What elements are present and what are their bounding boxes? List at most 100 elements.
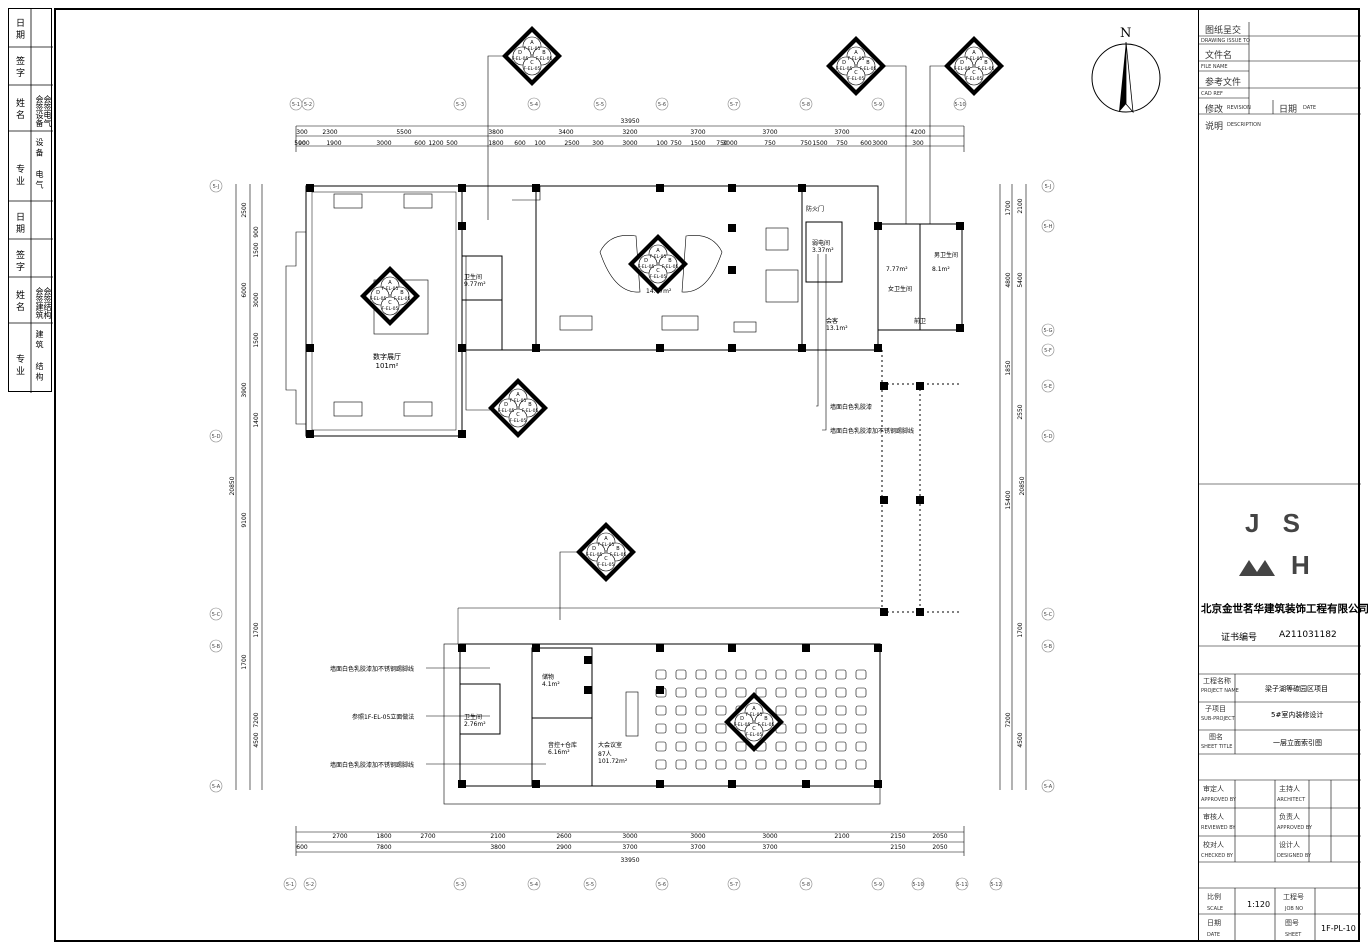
dim-right-9: 4500 xyxy=(1017,732,1024,747)
tb-revision-en: REVISION xyxy=(1227,105,1251,111)
chair-40 xyxy=(775,741,787,752)
chair-52 xyxy=(815,741,827,752)
tb-reviewed-en: REVIEWED BY xyxy=(1201,825,1236,831)
grid-bubble-right-8: 5-B xyxy=(1041,639,1055,653)
column-23 xyxy=(880,608,888,616)
svg-text:B: B xyxy=(866,60,870,66)
annotation-wall-paint-skirting-1: 墙面白色乳胶漆加不锈钢踢脚线 xyxy=(830,428,915,435)
dim-left-6: 3900 xyxy=(241,382,248,397)
chair-6 xyxy=(675,669,687,680)
column-11 xyxy=(656,344,664,352)
strip-cosign-equipment: 会签设备 xyxy=(35,95,44,127)
strip-structure: 结 构 xyxy=(35,361,44,381)
dim-top-2-14: 750 xyxy=(670,140,682,147)
column-36 xyxy=(874,780,882,788)
dim-left-3: 6000 xyxy=(241,282,248,297)
svg-text:A: A xyxy=(656,248,660,254)
tb-designer-en: DESIGNED BY xyxy=(1277,853,1312,859)
dim-top-2-24: 300 xyxy=(912,140,924,147)
chair-60 xyxy=(855,669,867,680)
dim-top-2-2: 1900 xyxy=(326,140,341,147)
chair-13 xyxy=(695,687,707,698)
chair-63 xyxy=(855,723,867,734)
svg-text:A: A xyxy=(752,706,756,712)
tb-approved-en: APPROVED BY xyxy=(1201,797,1237,803)
chair-37 xyxy=(775,687,787,698)
dim-left-1: 900 xyxy=(253,226,260,238)
title-block-grid xyxy=(1199,22,1361,942)
company-logo-top: J S xyxy=(1245,508,1309,538)
svg-text:5-B: 5-B xyxy=(1044,644,1053,650)
column-6 xyxy=(874,222,882,230)
svg-text:C: C xyxy=(388,300,392,306)
left-dimension-lines xyxy=(235,184,263,790)
svg-text:D: D xyxy=(842,60,846,66)
grid-bubble-bottom-4: 5-4 xyxy=(527,877,541,891)
strip-equipment: 设 备 xyxy=(35,137,44,157)
dim-top-1-4: 3400 xyxy=(558,129,573,136)
chair-65 xyxy=(855,759,867,770)
annotation-wall-paint: 墙面白色乳胶漆 xyxy=(830,404,873,411)
dim-left-0: 2500 xyxy=(241,202,248,217)
grid-bubble-bottom-12: 5-12 xyxy=(989,877,1003,891)
dim-bottom-1-2: 2700 xyxy=(420,833,435,840)
svg-text:F-EL-05: F-EL-05 xyxy=(650,254,667,260)
column-16 xyxy=(306,430,314,438)
svg-text:B: B xyxy=(984,60,988,66)
tb-project: 梁子湖等碳园区项目 xyxy=(1265,685,1328,693)
dim-bottom-1-7: 3000 xyxy=(762,833,777,840)
chair-47 xyxy=(795,759,807,770)
svg-text:5-10: 5-10 xyxy=(954,102,965,108)
tb-sheet-label: 图号 xyxy=(1285,919,1299,927)
dim-bottom-1-1: 1800 xyxy=(376,833,391,840)
column-10 xyxy=(532,344,540,352)
tb-sheet-label-en: SHEET xyxy=(1285,932,1302,938)
tb-job-label-en: JOB NO xyxy=(1285,906,1304,912)
svg-text:5-D: 5-D xyxy=(212,434,221,440)
strip-architecture: 建 筑 xyxy=(35,329,44,349)
room-mens-area: 7.77m² xyxy=(886,266,908,273)
dim-top-2-3: 3000 xyxy=(376,140,391,147)
dim-right-3: 5400 xyxy=(1017,272,1024,287)
svg-text:F-EL-05: F-EL-05 xyxy=(746,732,763,738)
chair-30 xyxy=(755,669,767,680)
svg-text:F-EL-05: F-EL-05 xyxy=(954,66,971,72)
column-33 xyxy=(656,780,664,788)
svg-text:5-D: 5-D xyxy=(1044,434,1053,440)
column-34 xyxy=(728,780,736,788)
grid-bubble-top-8: 5-8 xyxy=(799,97,813,111)
svg-text:F-EL-05: F-EL-05 xyxy=(598,542,615,548)
svg-text:C: C xyxy=(530,60,534,66)
svg-text:5-J: 5-J xyxy=(213,184,220,190)
svg-text:F-EL-05: F-EL-05 xyxy=(978,66,995,72)
grid-bubble-top-7: 5-7 xyxy=(727,97,741,111)
grid-bubble-bottom-8: 5-8 xyxy=(799,877,813,891)
dim-left-4: 3000 xyxy=(253,292,260,307)
grid-bubble-left-5: 5-A xyxy=(209,779,223,793)
dim-right-5: 2550 xyxy=(1017,404,1024,419)
dim-top-2-8: 600 xyxy=(514,140,526,147)
tb-drawing-issue-en: DRAWING ISSUE TO xyxy=(1201,38,1251,44)
svg-text:B: B xyxy=(400,290,404,296)
column-4 xyxy=(728,184,736,192)
cert-number: A211031182 xyxy=(1279,630,1337,640)
dim-bottom-2-4: 3700 xyxy=(622,844,637,851)
dim-top-2-15: 1500 xyxy=(690,140,705,147)
column-12 xyxy=(728,344,736,352)
dim-bottom-2-8: 2050 xyxy=(932,844,947,851)
dim-right-4: 1850 xyxy=(1005,360,1012,375)
north-label: N xyxy=(1120,26,1132,41)
column-9 xyxy=(458,344,466,352)
